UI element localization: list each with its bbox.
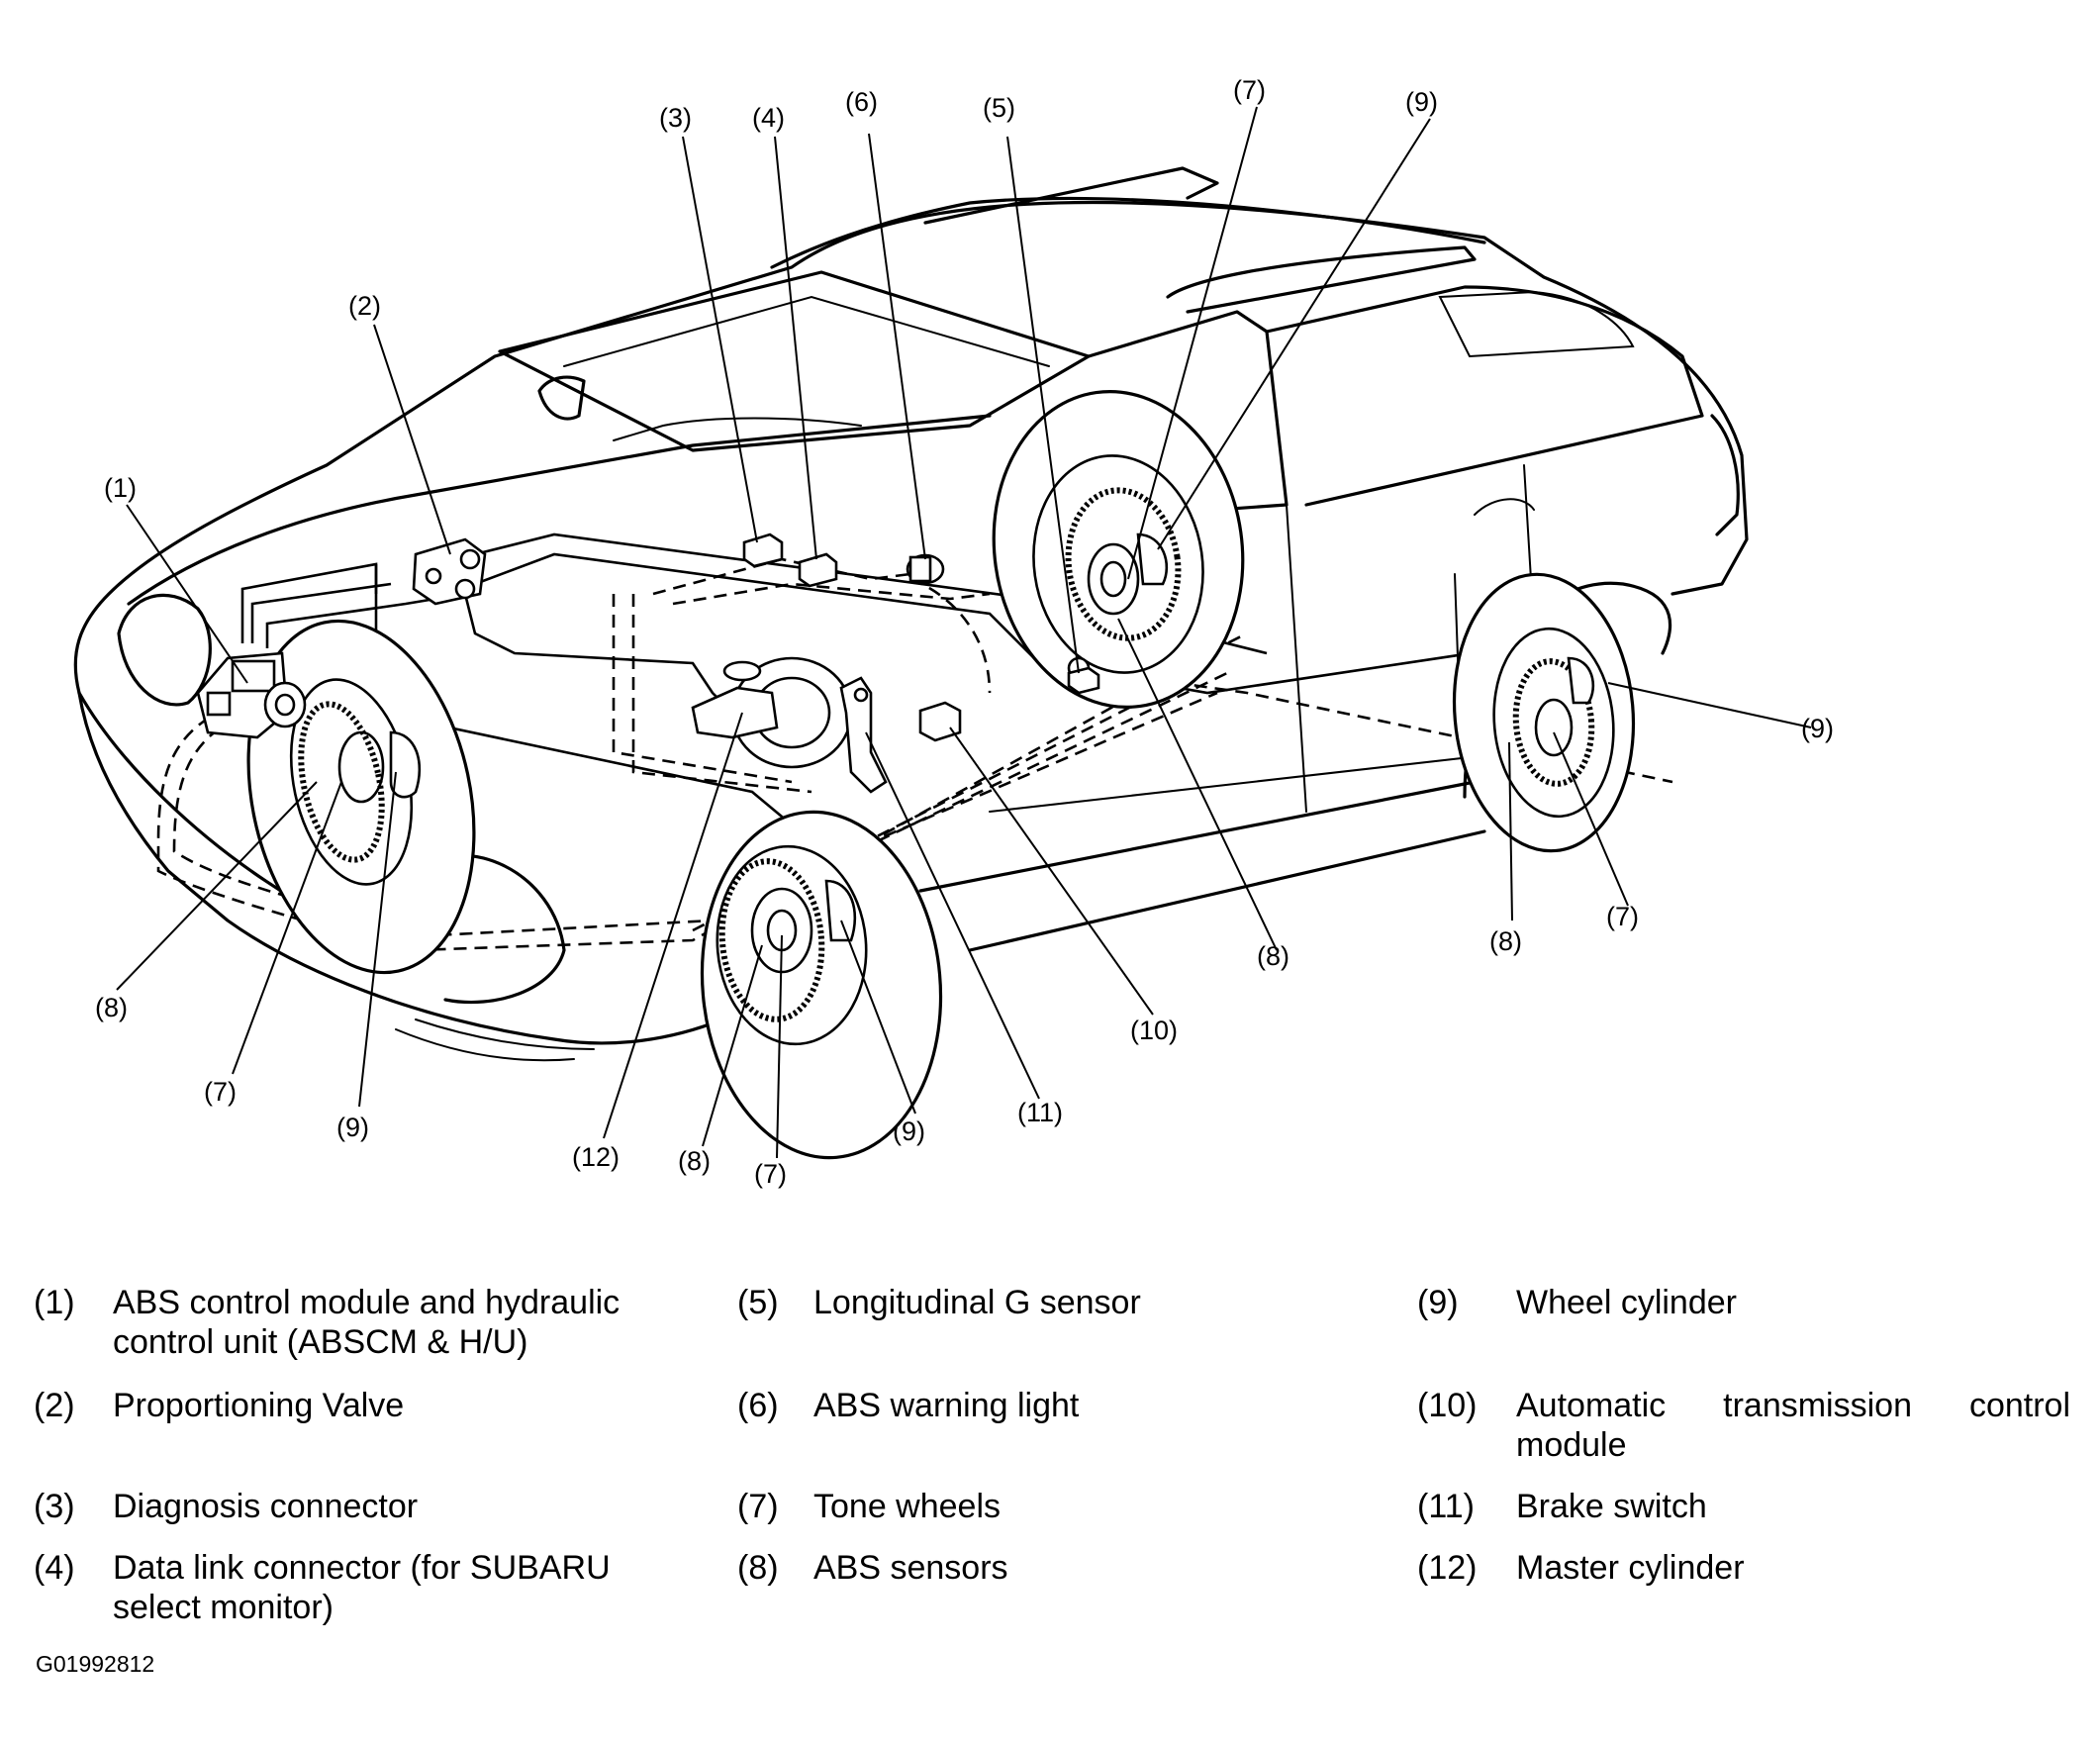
longitudinal-g-sensor xyxy=(1067,666,1100,695)
leader-lines xyxy=(116,106,1812,1159)
callout-4: (4) xyxy=(752,103,785,133)
callout-8-mid: (8) xyxy=(1257,941,1289,971)
master-cylinder-booster xyxy=(691,656,853,769)
wheel-rear-left xyxy=(992,390,1245,709)
legend-text: Brake switch xyxy=(1516,1488,1707,1525)
callout-8-right: (8) xyxy=(1489,926,1522,956)
callout-11: (11) xyxy=(1017,1098,1063,1127)
callout-9-front-left: (9) xyxy=(336,1113,369,1142)
figure-code: G01992812 xyxy=(36,1651,155,1677)
legend-text: Proportioning Valve xyxy=(113,1387,405,1424)
legend-text: Diagnosis connector xyxy=(113,1488,419,1525)
callout-7-right: (7) xyxy=(1606,902,1639,931)
callout-9-front-right: (9) xyxy=(893,1116,925,1146)
callout-9-top: (9) xyxy=(1405,87,1438,117)
legend-number: (4) xyxy=(34,1549,75,1587)
abs-control-module-hu xyxy=(196,651,307,739)
legend-text: Tone wheels xyxy=(813,1488,1002,1525)
data-link-connector xyxy=(798,552,838,588)
callout-7-front-right: (7) xyxy=(754,1159,787,1189)
callout-8-front-left: (8) xyxy=(95,993,128,1022)
legend-number: (6) xyxy=(737,1387,779,1424)
callout-8-front-right: (8) xyxy=(678,1146,711,1176)
callout-3: (3) xyxy=(659,103,692,133)
callout-5: (5) xyxy=(983,93,1015,123)
brake-switch xyxy=(839,676,888,794)
abs-warning-light xyxy=(906,553,945,585)
callout-10: (10) xyxy=(1130,1016,1178,1045)
legend-number: (10) xyxy=(1417,1387,1478,1424)
legend-text: Master cylinder xyxy=(1516,1549,1745,1587)
legend-number: (5) xyxy=(737,1284,779,1321)
legend-number: (7) xyxy=(737,1488,779,1525)
legend-text: Data link connector (for SUBARU select m… xyxy=(113,1549,611,1626)
callout-12: (12) xyxy=(572,1142,620,1172)
wheel-rear-right xyxy=(1452,572,1636,853)
callout-2: (2) xyxy=(348,291,381,321)
diagnosis-connector xyxy=(742,533,784,568)
legend-number: (2) xyxy=(34,1387,75,1424)
callout-7-top: (7) xyxy=(1233,75,1266,105)
legend-number: (12) xyxy=(1417,1549,1478,1587)
legend-text: Automatic transmission control module xyxy=(1516,1387,2070,1464)
callout-labels: (1) (2) (3) (4) (6) (5) (7) (9) (9) (7) … xyxy=(95,75,1834,1189)
legend-number: (11) xyxy=(1417,1488,1475,1525)
legend-text: Longitudinal G sensor xyxy=(813,1284,1141,1321)
callout-9-right: (9) xyxy=(1801,714,1834,743)
proportioning-valve xyxy=(412,537,487,606)
wheel-front-right xyxy=(700,810,943,1160)
callout-7-front-left: (7) xyxy=(204,1077,237,1107)
legend-text: ABS control module and hydraulic control… xyxy=(113,1284,620,1361)
legend-number: (3) xyxy=(34,1488,75,1525)
legend-text: ABS sensors xyxy=(813,1549,1008,1587)
legend-number: (9) xyxy=(1417,1284,1459,1321)
legend-number: (8) xyxy=(737,1549,779,1587)
legend-text: ABS warning light xyxy=(813,1387,1080,1424)
abs-layout-diagram: (1) (2) (3) (4) (6) (5) (7) (9) (9) (7) … xyxy=(73,75,1834,1189)
callout-6: (6) xyxy=(845,87,878,117)
callout-1: (1) xyxy=(104,473,137,503)
legend-text: Wheel cylinder xyxy=(1516,1284,1737,1321)
transmission-control-module xyxy=(918,701,962,742)
legend-number: (1) xyxy=(34,1284,75,1321)
